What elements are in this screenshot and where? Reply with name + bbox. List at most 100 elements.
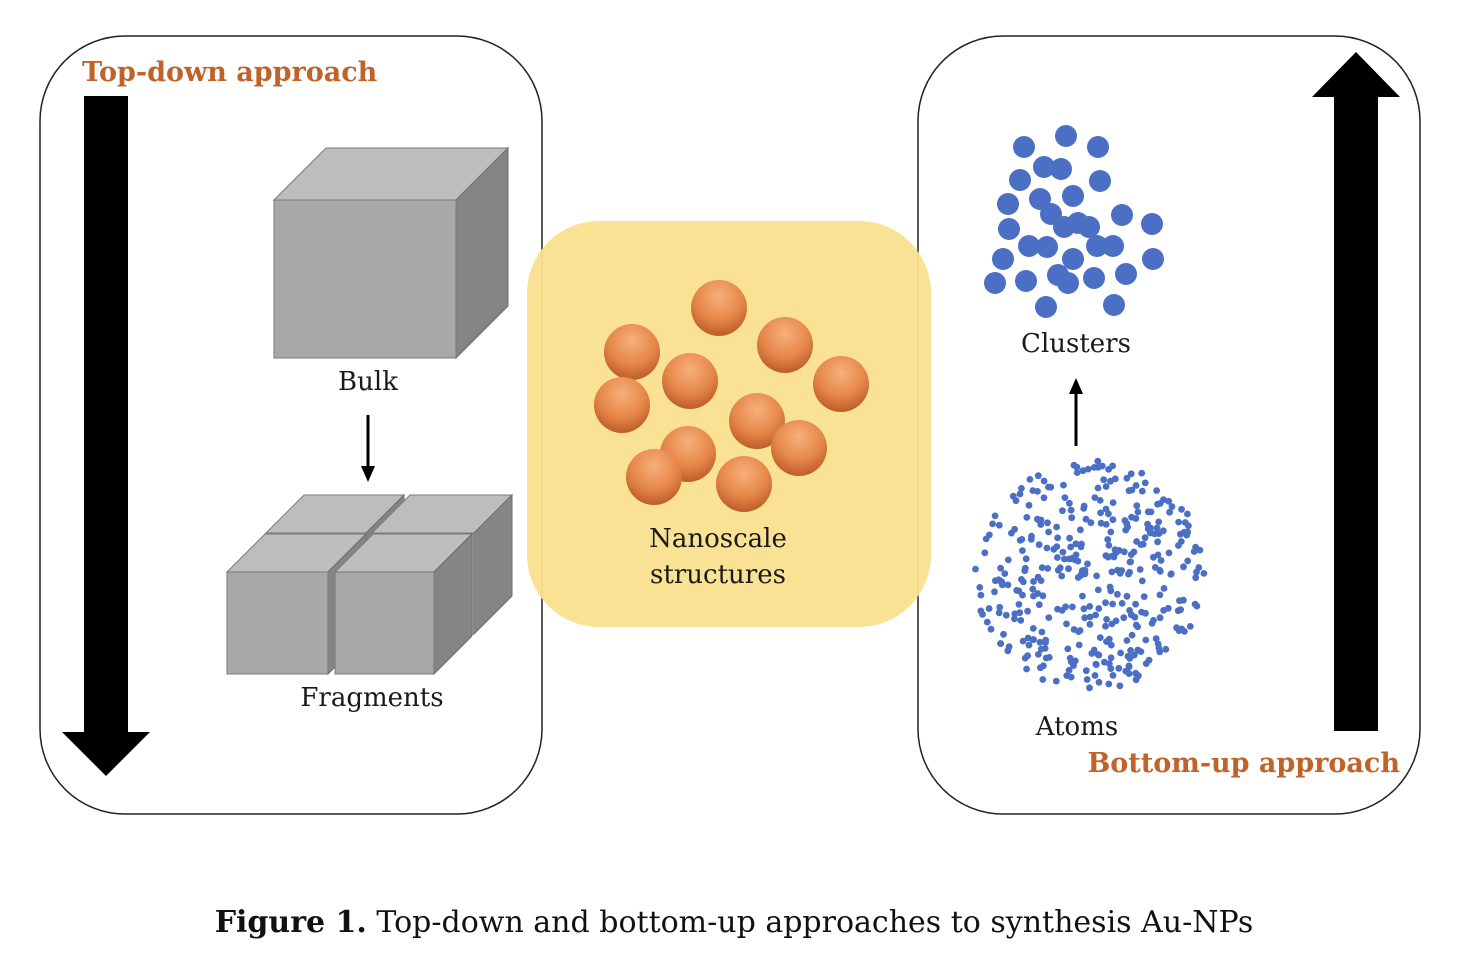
atom-dot	[1151, 564, 1159, 571]
atom-dot	[1063, 672, 1071, 679]
atom-dot	[1162, 645, 1170, 653]
atom-dot	[1011, 525, 1018, 533]
atom-dot	[1034, 515, 1041, 523]
atom-dot	[1110, 553, 1118, 561]
atom-dot	[1132, 600, 1139, 608]
atom-dot	[1123, 474, 1131, 482]
atom-dot	[1023, 514, 1031, 521]
atom-dot	[1165, 497, 1173, 505]
atom-dot	[1095, 651, 1103, 659]
atom-dot	[1082, 515, 1090, 523]
atom-dot	[1102, 521, 1110, 528]
atom-dot	[1069, 603, 1076, 611]
atom-dot	[1178, 505, 1185, 513]
atom-dot	[1079, 467, 1087, 475]
atom-dot	[1044, 565, 1052, 572]
atom-dot	[1060, 481, 1067, 489]
atom-dot	[1039, 676, 1047, 683]
atom-dot	[1024, 634, 1032, 642]
atom-dot	[1107, 528, 1115, 536]
atom-dot	[1120, 548, 1128, 556]
atom-dot	[1083, 676, 1091, 683]
atom-dot	[1040, 477, 1048, 485]
atom-dot	[1025, 641, 1033, 649]
atoms-to-clusters-arrow	[1069, 378, 1083, 446]
atom-dot	[1137, 648, 1145, 655]
bulk-cube	[272, 146, 510, 360]
atom-dot	[1192, 574, 1200, 582]
atom-dot	[1019, 591, 1026, 599]
atom-dot	[1196, 546, 1204, 554]
atom-dot	[1134, 508, 1142, 516]
nanoparticle	[691, 280, 747, 336]
atom-dot	[1114, 590, 1121, 598]
atom-dot	[1073, 469, 1081, 476]
atom-dot	[991, 512, 999, 520]
atom-dot	[1001, 570, 1009, 577]
atom-dot	[1142, 636, 1150, 644]
nanoparticle	[813, 356, 869, 412]
atom-dot	[1096, 634, 1104, 641]
cluster-particle	[1067, 212, 1089, 234]
atom-dot	[1075, 641, 1083, 649]
atom-dot	[1137, 541, 1145, 548]
atom-dot	[1142, 660, 1150, 667]
nanoparticle	[626, 449, 682, 505]
atom-dot	[1155, 518, 1163, 526]
atom-dot	[1094, 457, 1102, 465]
atom-dot	[1065, 666, 1073, 674]
atom-dot	[1058, 572, 1066, 580]
figure-caption: Figure 1. Top-down and bottom-up approac…	[0, 905, 1468, 940]
atom-dot	[1038, 628, 1046, 636]
atom-dot	[1098, 462, 1106, 470]
atom-dot	[1054, 534, 1061, 542]
atom-dot	[1130, 651, 1138, 659]
atom-dot	[1093, 572, 1100, 580]
nanoparticle	[594, 377, 650, 433]
atom-dot	[1035, 601, 1043, 609]
atom-dot	[997, 564, 1004, 572]
atom-dot	[1105, 542, 1113, 549]
atom-dot	[1024, 607, 1031, 615]
atom-dot	[1091, 494, 1099, 501]
atom-dot	[1040, 494, 1048, 502]
atom-dot	[1126, 607, 1133, 614]
atom-dot	[1067, 543, 1074, 551]
cluster-particle	[1086, 235, 1108, 257]
atom-dot	[1109, 600, 1116, 608]
atom-dot	[1062, 603, 1069, 611]
atom-dot	[1080, 502, 1088, 510]
atom-dot	[1061, 494, 1069, 501]
cluster-particle	[1055, 125, 1077, 147]
atom-dot	[1186, 623, 1194, 630]
cluster-particle	[1062, 248, 1084, 270]
atom-dot	[981, 549, 989, 557]
atom-dot	[1054, 554, 1061, 561]
atom-dot	[1183, 531, 1191, 539]
atom-dot	[1034, 488, 1041, 495]
atom-dot	[1091, 672, 1099, 679]
atom-dot	[991, 588, 998, 596]
atom-dot	[1073, 463, 1081, 471]
atom-dot	[1127, 470, 1135, 478]
bottom-up-title: Bottom-up approach	[1087, 748, 1400, 779]
atom-dot	[1100, 476, 1108, 484]
atom-dot	[1040, 662, 1047, 670]
atom-dot	[1153, 487, 1160, 494]
atom-dot	[1072, 540, 1080, 548]
atom-dot	[1079, 592, 1086, 600]
atom-dot	[1023, 665, 1030, 673]
atom-dot	[1156, 648, 1164, 656]
atom-dot	[1136, 566, 1144, 573]
atom-dot	[1173, 624, 1180, 632]
atom-dot	[1070, 662, 1077, 669]
atom-dot	[1135, 672, 1142, 680]
atom-dot	[1138, 577, 1146, 585]
atom-dot	[979, 611, 986, 618]
atom-dot	[1102, 505, 1110, 513]
atom-dot	[1035, 541, 1043, 549]
atom-dot	[1094, 484, 1102, 492]
atom-dot	[1074, 557, 1082, 565]
atom-dot	[1111, 475, 1119, 483]
atom-dot	[1104, 553, 1112, 561]
